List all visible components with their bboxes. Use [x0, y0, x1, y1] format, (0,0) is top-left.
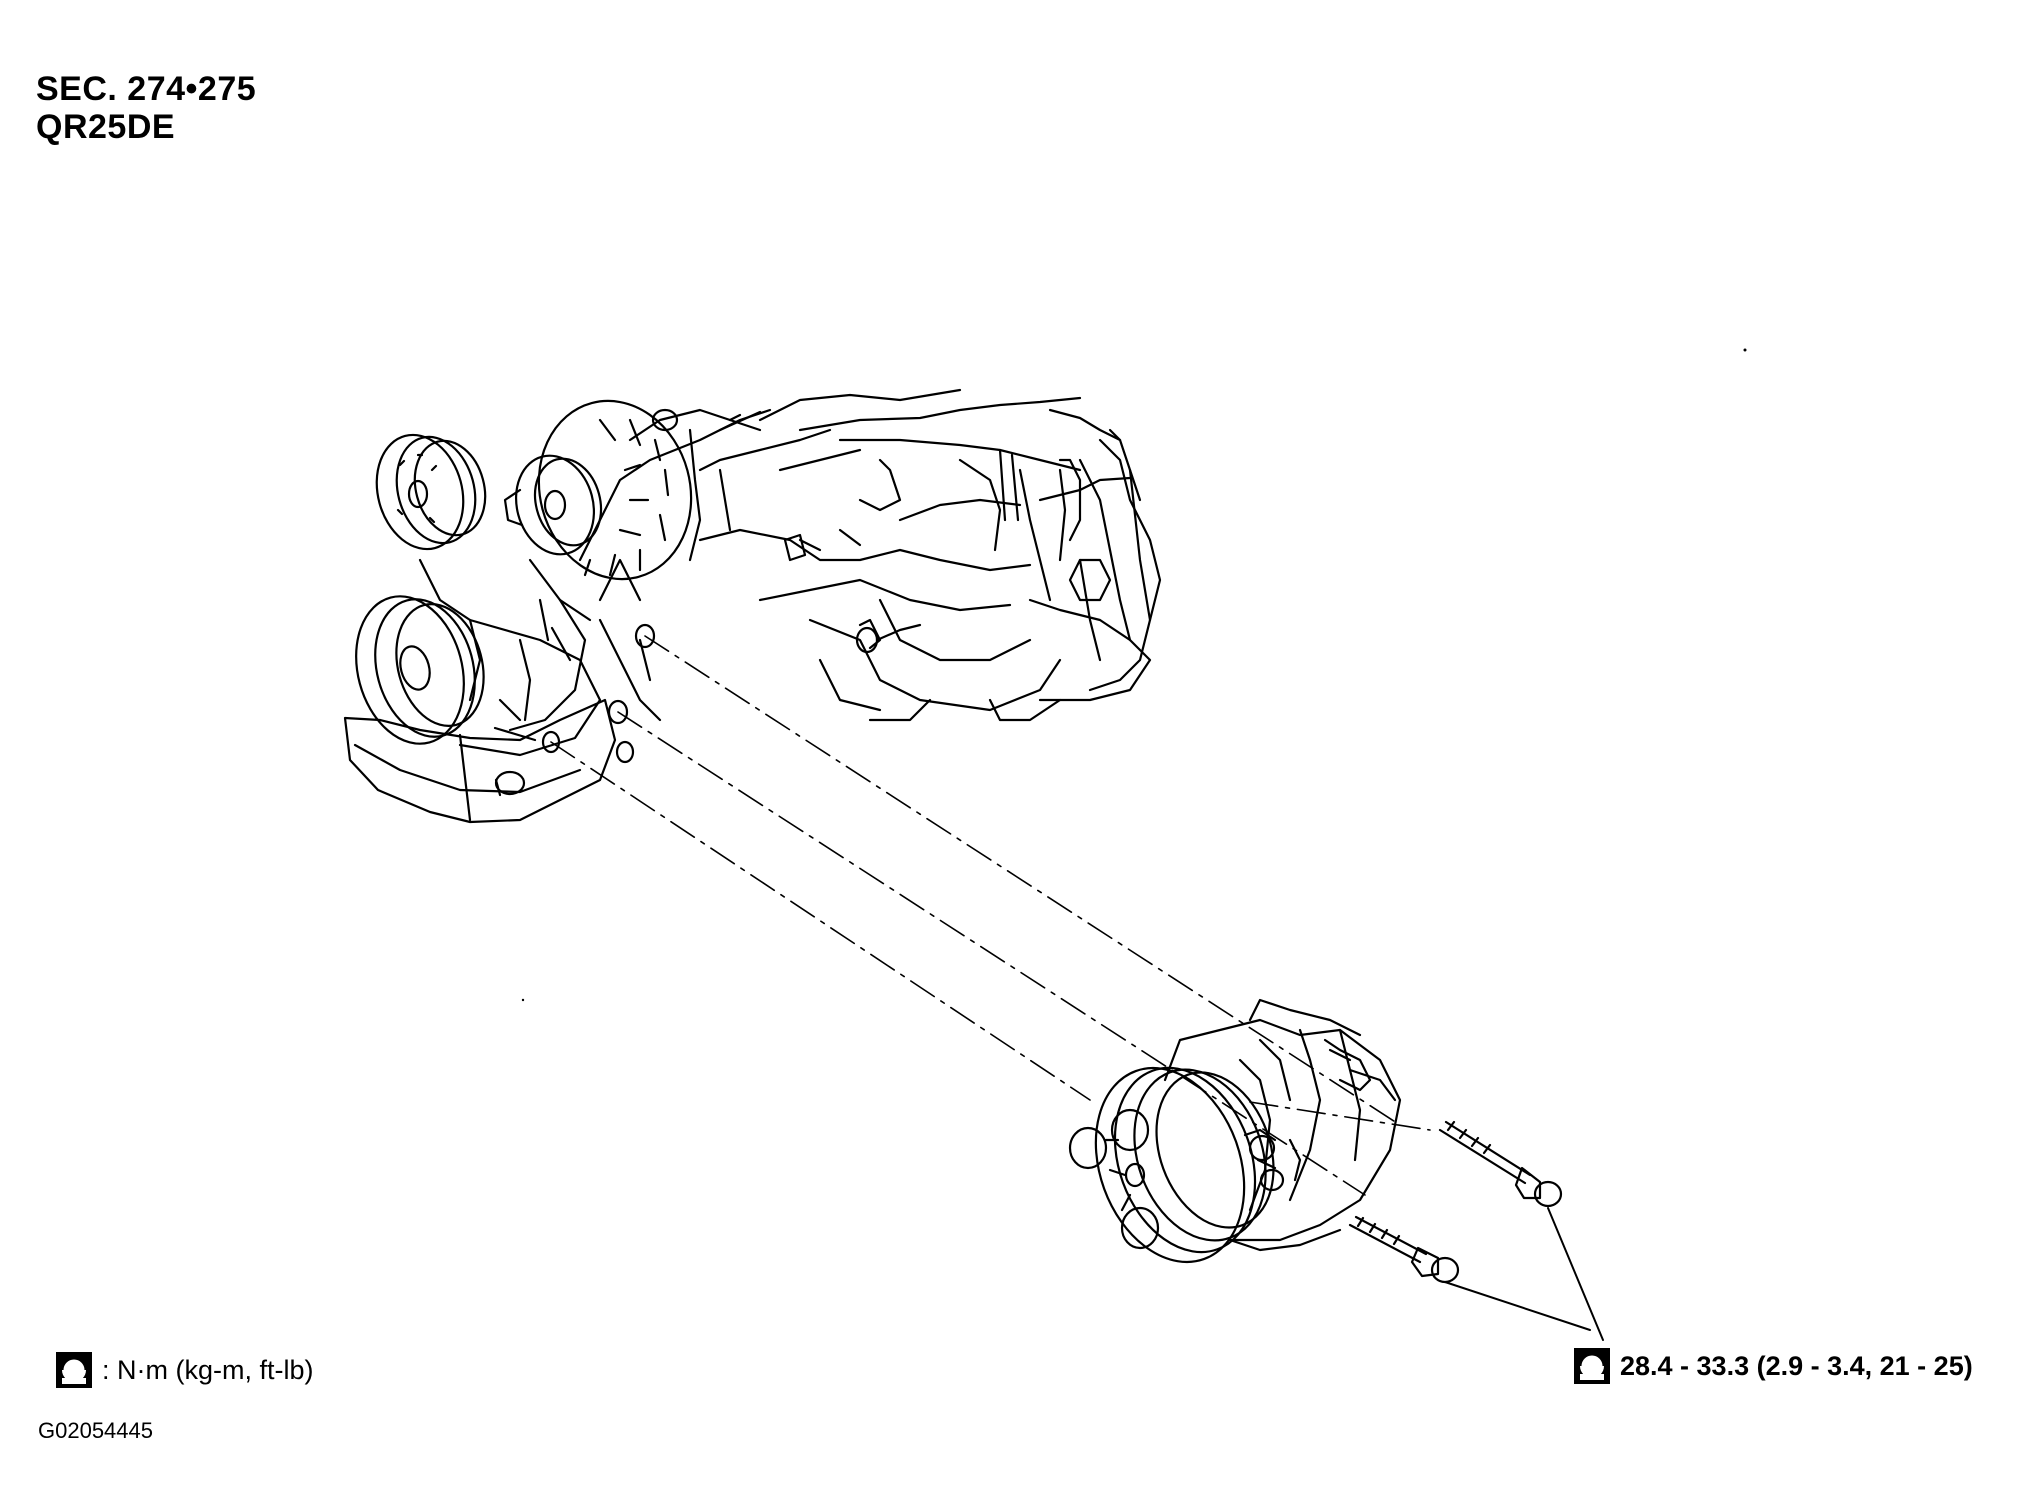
torque-unit-text: : N·m (kg-m, ft-lb)	[102, 1354, 314, 1385]
alternator	[503, 399, 693, 581]
alignment-lines	[550, 635, 1431, 1196]
crankshaft-pulley	[355, 595, 485, 745]
engine-code: QR25DE	[36, 108, 176, 146]
compressor-bolt-lower	[1348, 1215, 1460, 1284]
ac-compressor	[1068, 998, 1402, 1264]
water-pump-pulley	[375, 433, 487, 551]
compressor-bolt-upper	[1438, 1120, 1563, 1208]
engine-block	[343, 388, 1162, 824]
scan-dot	[521, 998, 525, 1002]
torque-value-text: 28.4 - 33.3 (2.9 - 3.4, 21 - 25)	[1620, 1350, 1973, 1381]
torque-unit-legend: : N·m (kg-m, ft-lb)	[52, 1348, 313, 1392]
section-number: SEC. 274•275	[36, 70, 257, 108]
diagram-header: SEC. 274•275 QR25DE	[36, 70, 256, 146]
figure-id: G02054445	[38, 1418, 153, 1443]
engine-mount-holes	[541, 623, 656, 764]
torque-leader-lines	[1444, 1207, 1604, 1341]
torque-wrench-icon	[56, 1352, 92, 1388]
compressor-bolt-torque-spec: 28.4 - 33.3 (2.9 - 3.4, 21 - 25)	[1570, 1344, 1973, 1388]
scan-dot	[1743, 348, 1747, 352]
torque-wrench-icon	[1574, 1348, 1610, 1384]
